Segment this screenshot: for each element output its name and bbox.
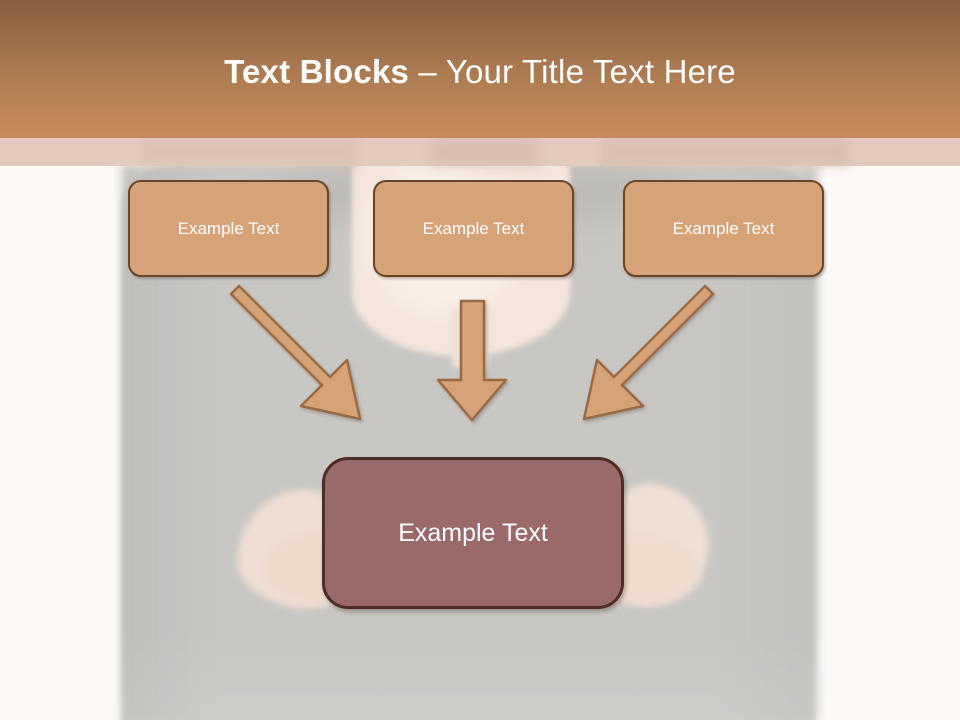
photo-top-band-center-shadow xyxy=(430,138,540,166)
photo-tie xyxy=(452,308,488,368)
page-title: Text Blocks – Your Title Text Here xyxy=(0,52,960,92)
text-block-2[interactable]: Example Text xyxy=(373,180,574,277)
text-block-1[interactable]: Example Text xyxy=(128,180,329,277)
photo-top-band-shoulder-right xyxy=(600,138,850,166)
page-title-bold: Text Blocks xyxy=(224,53,410,90)
result-text-block[interactable]: Example Text xyxy=(322,457,624,609)
text-block-3[interactable]: Example Text xyxy=(623,180,824,277)
title-bar: Text Blocks – Your Title Text Here xyxy=(0,0,960,138)
page-title-regular: – Your Title Text Here xyxy=(409,53,736,90)
photo-top-band-shoulder-left xyxy=(140,138,360,166)
photo-bottom-fade xyxy=(0,630,960,720)
